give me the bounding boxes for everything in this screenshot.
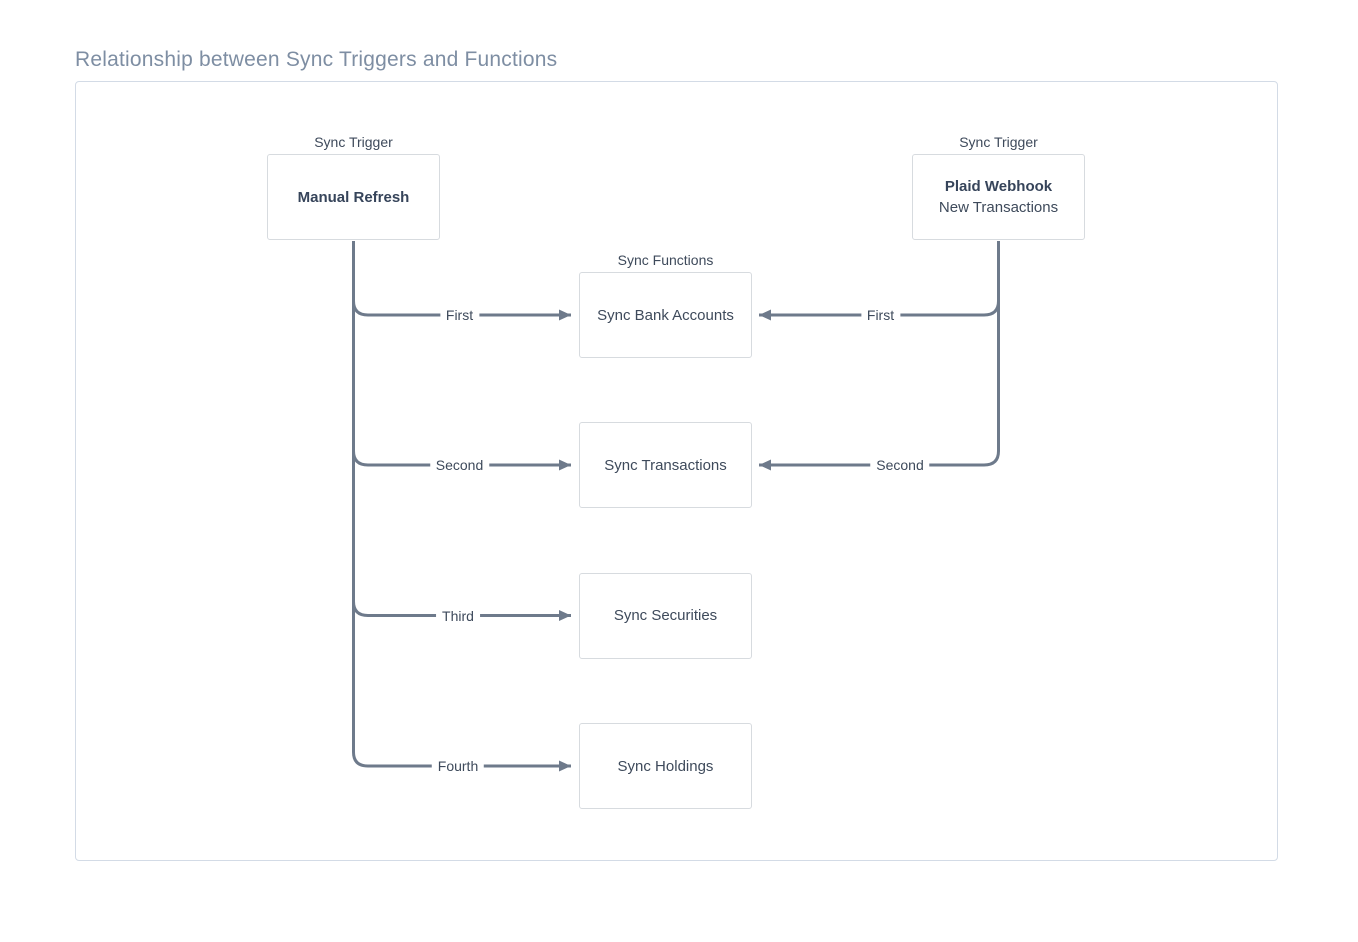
group-label-sync-functions: Sync Functions <box>617 252 714 268</box>
edge-label-manual-second: Second <box>429 456 490 474</box>
edge-label-manual-fourth: Fourth <box>431 757 485 775</box>
node-sync-holdings: Sync Holdings <box>579 723 752 809</box>
edge-label-webhook-second: Second <box>870 456 930 474</box>
edge-manual-to-securities-line <box>352 601 571 621</box>
node-plaid-webhook-label: Plaid Webhook <box>944 178 1053 195</box>
group-label-sync-trigger-left: Sync Trigger <box>314 134 393 150</box>
diagram-title: Relationship between Sync Triggers and F… <box>75 48 558 71</box>
node-sync-bank-accounts: Sync Bank Accounts <box>579 272 752 358</box>
node-plaid-webhook-sublabel: New Transactions <box>938 199 1059 216</box>
node-sync-securities-label: Sync Securities <box>613 607 718 624</box>
group-label-sync-trigger-right: Sync Trigger <box>959 134 1038 150</box>
node-manual-refresh: Manual Refresh <box>267 154 440 240</box>
node-sync-bank-accounts-label: Sync Bank Accounts <box>597 306 734 324</box>
node-sync-transactions-label: Sync Transactions <box>604 456 727 474</box>
edge-manual-to-holdings-line <box>352 241 571 772</box>
node-sync-transactions: Sync Transactions <box>579 422 752 508</box>
edge-label-webhook-first: First <box>860 306 901 324</box>
node-manual-refresh-label: Manual Refresh <box>297 188 410 206</box>
edge-webhook-to-transactions-line <box>759 241 1000 471</box>
edge-label-manual-first: First <box>439 306 480 324</box>
edge-manual-to-transactions-line <box>352 450 571 471</box>
edge-webhook-to-bank-accounts-line <box>759 300 1000 321</box>
edge-label-manual-third: Third <box>436 606 480 625</box>
node-plaid-webhook: Plaid Webhook New Transactions <box>912 154 1085 240</box>
node-sync-securities: Sync Securities <box>579 572 752 659</box>
edge-manual-to-bank-accounts-line <box>352 300 571 321</box>
node-sync-holdings-label: Sync Holdings <box>617 757 714 775</box>
